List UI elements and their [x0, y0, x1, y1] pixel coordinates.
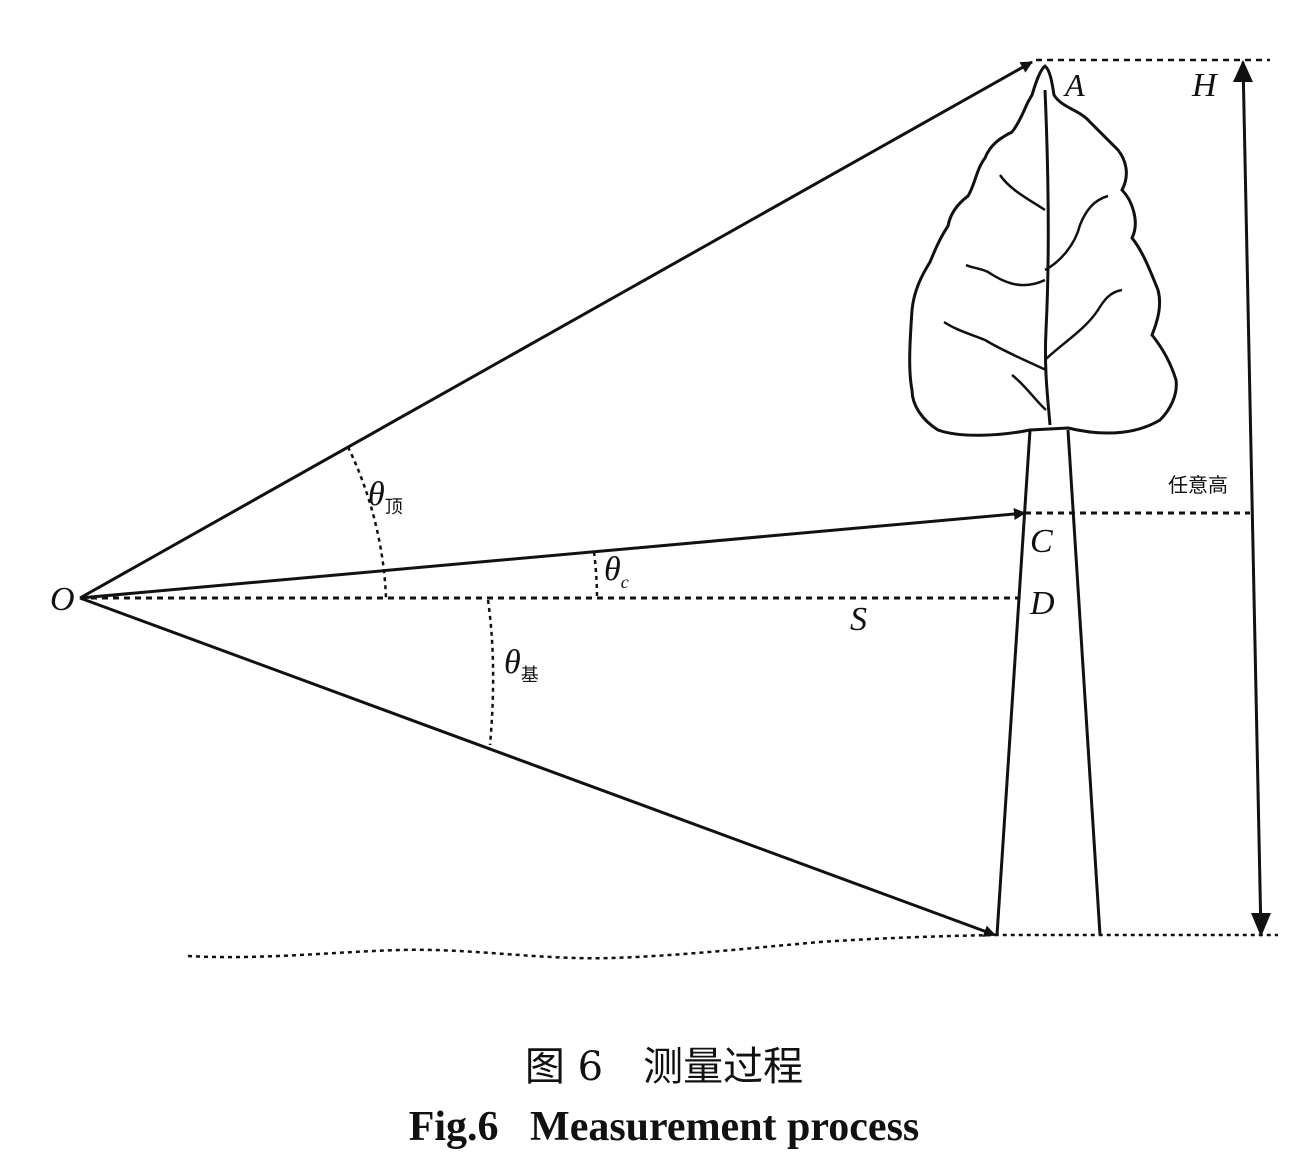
tree-branch: [1011, 374, 1047, 411]
tree-branch: [998, 174, 1046, 212]
height-arrow: [1241, 61, 1263, 936]
label-c: C: [1030, 523, 1053, 560]
trunk-left-edge: [995, 429, 1032, 936]
label-arbitrary-height: 任意高: [1168, 473, 1228, 497]
sight-line-c: [79, 508, 1026, 600]
label-h: H: [1191, 67, 1219, 104]
trunk-right-edge: [1066, 429, 1102, 936]
tree-branch: [965, 263, 1046, 287]
height-arrow-bottom-head: [1251, 913, 1271, 937]
angle-arc-c: [592, 551, 599, 599]
label-theta-top: θ顶: [368, 476, 403, 518]
angle-arc-top: [346, 446, 388, 599]
height-arrow-top-head: [1233, 60, 1253, 82]
label-o: O: [50, 581, 75, 618]
label-theta-base: θ基: [504, 644, 539, 686]
label-s: S: [850, 601, 867, 638]
label-d: D: [1029, 585, 1055, 622]
caption-zh: 图 6 测量过程: [525, 1044, 803, 1090]
sight-line-top: [79, 60, 1033, 600]
tree-branch: [1044, 194, 1109, 272]
angle-arc-base: [486, 599, 495, 746]
caption-en: Fig.6 Measurement process: [409, 1104, 920, 1150]
tree-branch: [1044, 288, 1123, 361]
tree-crown: [908, 64, 1178, 437]
label-theta-c: θc: [604, 551, 629, 592]
label-a: A: [1063, 67, 1085, 103]
sight-line-base: [79, 596, 996, 937]
tree-branch: [943, 320, 1047, 372]
ground-line: [187, 933, 1278, 960]
tree-stem: [1043, 89, 1052, 426]
